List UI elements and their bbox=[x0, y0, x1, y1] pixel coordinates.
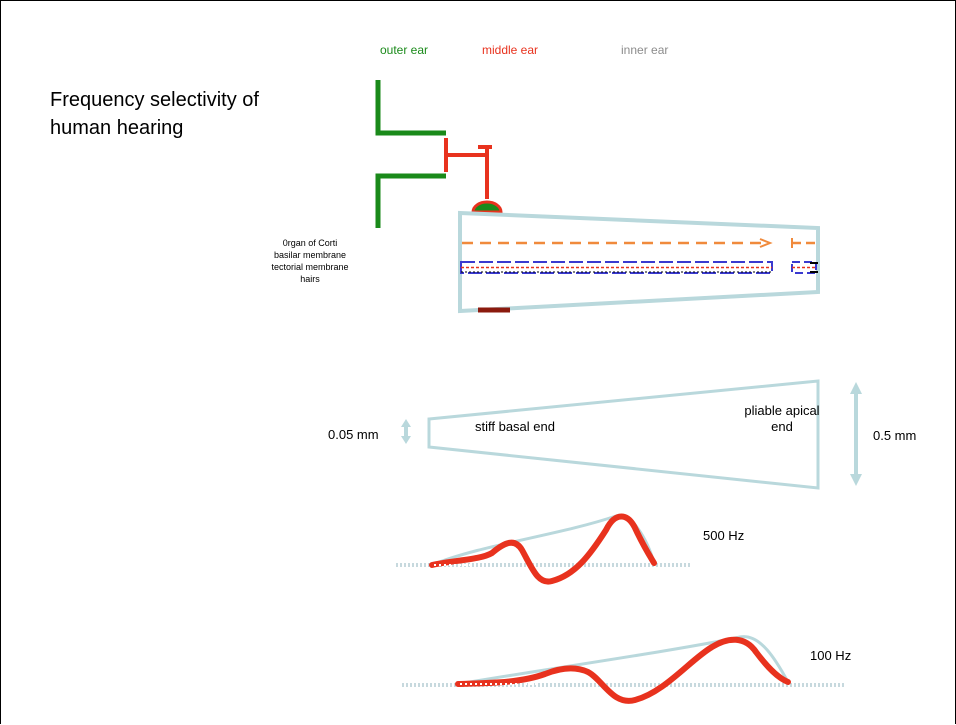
apical-end-label: pliable apical end bbox=[744, 403, 820, 434]
wave-100hz bbox=[402, 635, 844, 704]
basal-width-label: 0.05 mm bbox=[328, 427, 379, 442]
apical-width-label: 0.5 mm bbox=[873, 428, 917, 443]
organ-of-corti-legend: 0rgan of Corti basilar membrane tectoria… bbox=[250, 237, 370, 285]
basal-width-arrow-icon bbox=[401, 419, 411, 444]
hairs-label: hairs bbox=[300, 274, 320, 284]
arrow-head-icon bbox=[759, 238, 773, 248]
basilar-membrane-wedge bbox=[427, 379, 820, 490]
middle-ear-ossicles bbox=[444, 138, 492, 199]
oval-window bbox=[471, 200, 503, 214]
frequency-100hz-label: 100 Hz bbox=[810, 648, 852, 663]
basilar-membrane-label: basilar membrane bbox=[273, 250, 347, 260]
basal-end-label: stiff basal end bbox=[475, 419, 555, 434]
slide-title: Frequency selectivity of human hearing bbox=[50, 89, 259, 139]
inner-ear-label: inner ear bbox=[621, 43, 669, 57]
apical-width-arrow-icon bbox=[850, 382, 862, 486]
frequency-500hz-label: 500 Hz bbox=[703, 528, 745, 543]
tectorial-membrane-label: tectorial membrane bbox=[271, 262, 349, 272]
outer-ear-label: outer ear bbox=[380, 43, 429, 57]
cochlea-outline bbox=[458, 210, 820, 314]
middle-ear-label: middle ear bbox=[481, 43, 539, 57]
organ-of-corti-label: 0rgan of Corti bbox=[282, 238, 338, 248]
basilar-membrane-band bbox=[460, 261, 818, 274]
wave-500hz bbox=[396, 513, 692, 585]
outer-ear-canal bbox=[375, 80, 446, 228]
